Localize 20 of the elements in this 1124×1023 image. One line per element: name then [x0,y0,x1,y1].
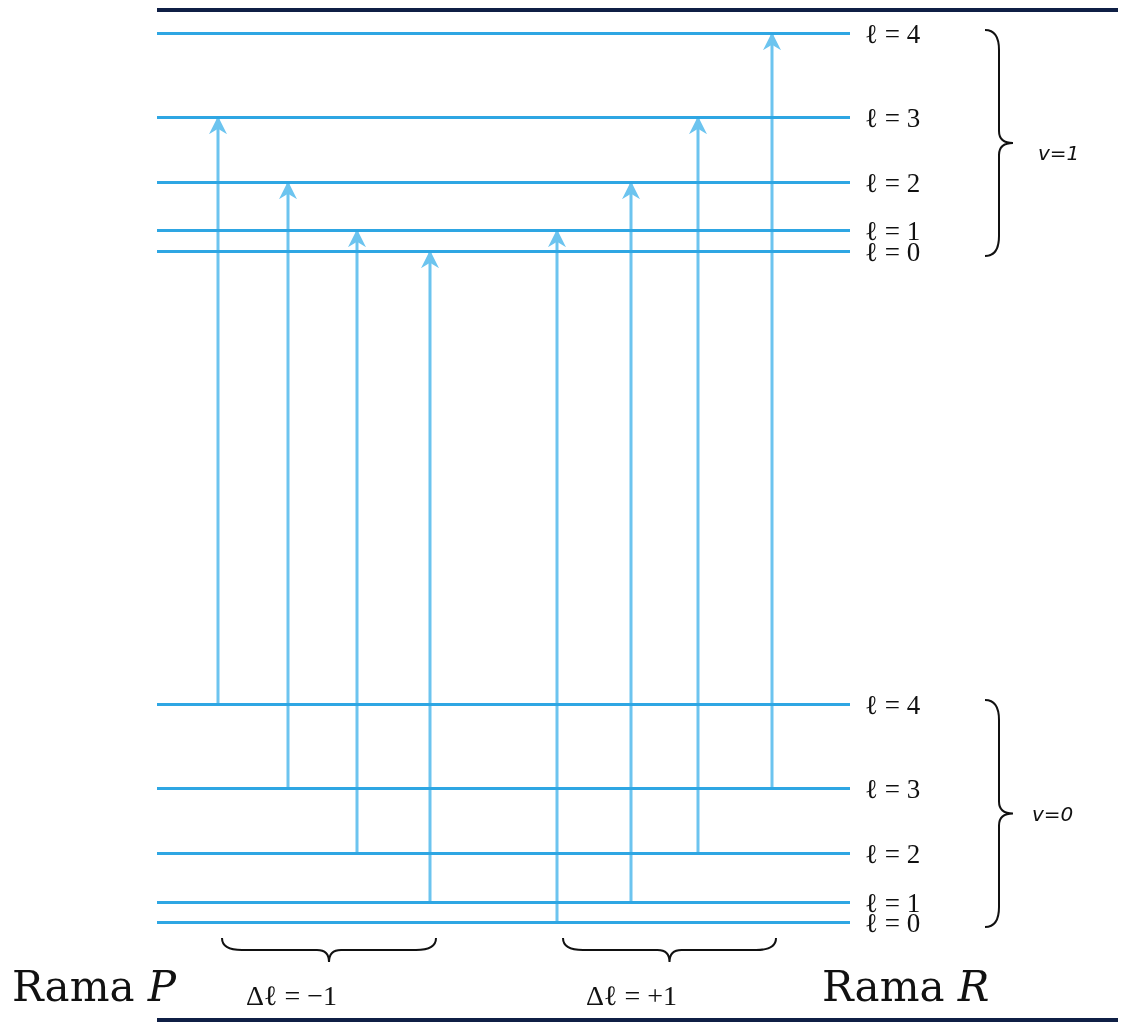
transition-arrow [763,32,781,788]
branch-label: Rama P [12,962,177,1011]
branch-label: Rama R [822,962,990,1011]
transition-arrow [548,229,566,922]
level-label: ℓ = 4 [865,691,921,719]
transition-arrow [279,181,297,788]
transition-arrow [348,229,366,853]
selection-rule-label: Δℓ = +1 [586,980,677,1012]
level-label: ℓ = 2 [865,169,921,197]
vibrational-level-label: v=0 [1032,802,1074,826]
level-label: ℓ = 3 [865,104,921,132]
transition-arrow [421,250,439,902]
level-label: ℓ = 3 [865,775,921,803]
selection-rule-label: Δℓ = −1 [246,980,337,1012]
transition-arrow [622,181,640,902]
vibrational-level-label: v=1 [1038,141,1080,165]
transition-arrow [689,116,707,853]
level-label: ℓ = 2 [865,840,921,868]
transition-arrow [209,116,227,704]
level-label: ℓ = 4 [865,20,921,48]
